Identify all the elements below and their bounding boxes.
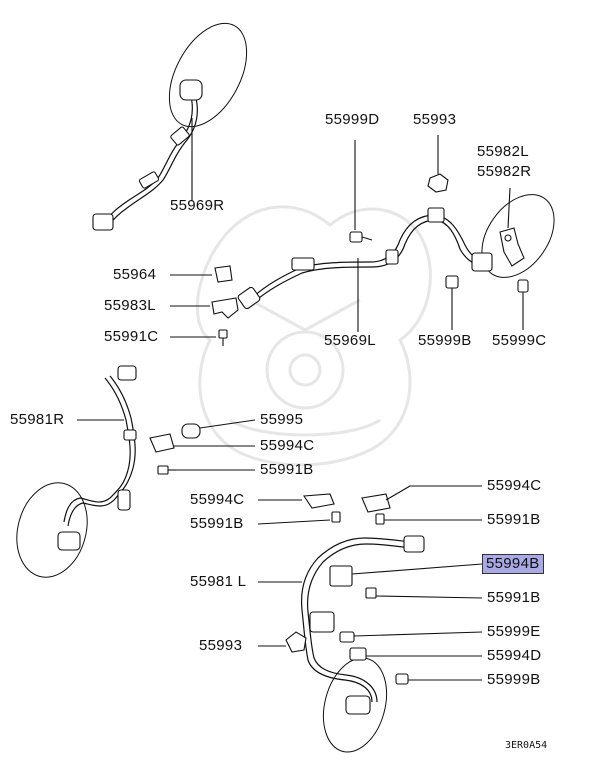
- detail-ellipse-left: [16, 482, 88, 578]
- part-label-55982r[interactable]: 55982R: [477, 163, 532, 180]
- part-label-55969r[interactable]: 55969R: [170, 197, 225, 214]
- bolt-55999b-bottom: [395, 673, 409, 685]
- leader-55999e: [353, 631, 483, 637]
- nut-55993-top: [427, 173, 449, 193]
- part-label-55969l[interactable]: 55969L: [324, 332, 376, 349]
- part-label-55991b-d[interactable]: 55991B: [487, 589, 541, 606]
- bolt-55999c: [517, 279, 529, 302]
- leader-55991b-b: [257, 519, 331, 525]
- leader-55994c-c: [385, 485, 411, 501]
- leader-55982: [507, 187, 511, 229]
- part-label-55999c[interactable]: 55999C: [492, 332, 547, 349]
- screw-55991b-d: [365, 587, 377, 599]
- part-label-55999b-bottom[interactable]: 55999B: [487, 671, 541, 688]
- clip-55964: [214, 265, 233, 283]
- screw-55991c: [218, 329, 228, 346]
- part-label-55994d[interactable]: 55994D: [487, 647, 542, 664]
- watermark-emblem-icon: [195, 205, 432, 467]
- screw-55991b-a: [157, 465, 176, 475]
- part-label-55991b-b[interactable]: 55991B: [190, 515, 244, 532]
- part-label-55991c[interactable]: 55991C: [104, 328, 159, 345]
- detail-ellipse-right: [481, 194, 555, 278]
- part-label-55994c-b[interactable]: 55994C: [190, 491, 245, 508]
- bolt-55999b-top: [445, 275, 459, 296]
- part-label-55994b-selected[interactable]: 55994B: [482, 554, 544, 574]
- leader-55991b-d: [375, 595, 483, 599]
- harness-55981l: [300, 535, 425, 715]
- part-label-55993-bottom[interactable]: 55993: [199, 637, 243, 654]
- part-label-55995[interactable]: 55995: [260, 411, 304, 428]
- drawing-code: 3ER0A54: [505, 740, 548, 751]
- bolt-55999d: [349, 231, 373, 243]
- part-label-55981l[interactable]: 55981 L: [190, 573, 247, 590]
- part-label-55999b-top[interactable]: 55999B: [418, 332, 472, 349]
- detail-ellipse-top: [168, 22, 248, 128]
- bolt-55999e: [339, 631, 355, 643]
- part-label-55991b-c[interactable]: 55991B: [487, 511, 541, 528]
- grommet-55995: [181, 423, 201, 439]
- screw-55991b-b: [331, 511, 341, 523]
- part-label-55964[interactable]: 55964: [113, 266, 157, 283]
- bracket-55994c-b: [303, 493, 335, 509]
- bracket-55994c-a: [149, 433, 175, 453]
- part-label-55983l[interactable]: 55983L: [104, 297, 156, 314]
- part-label-55981r[interactable]: 55981R: [10, 411, 65, 428]
- part-label-55994c-a[interactable]: 55994C: [260, 437, 315, 454]
- leader-55995: [199, 419, 256, 429]
- nut-55993-bottom: [285, 631, 307, 653]
- bracket-55982: [499, 227, 525, 267]
- harness-55981r: [57, 365, 137, 551]
- bracket-55983l: [211, 297, 239, 319]
- part-label-55982l[interactable]: 55982L: [477, 143, 529, 160]
- part-label-55999e[interactable]: 55999E: [487, 623, 541, 640]
- part-label-55999d[interactable]: 55999D: [325, 111, 380, 128]
- part-label-55991b-a[interactable]: 55991B: [260, 461, 314, 478]
- part-label-55994c-c[interactable]: 55994C: [487, 477, 542, 494]
- detail-ellipse-bottom: [322, 657, 388, 753]
- hose-55969r: [92, 79, 203, 231]
- leader-55994b: [351, 563, 483, 575]
- bracket-55994c-c: [361, 493, 391, 513]
- screw-55991b-c: [375, 513, 385, 525]
- part-label-55993-top[interactable]: 55993: [413, 111, 457, 128]
- hose-55969l: [237, 207, 493, 310]
